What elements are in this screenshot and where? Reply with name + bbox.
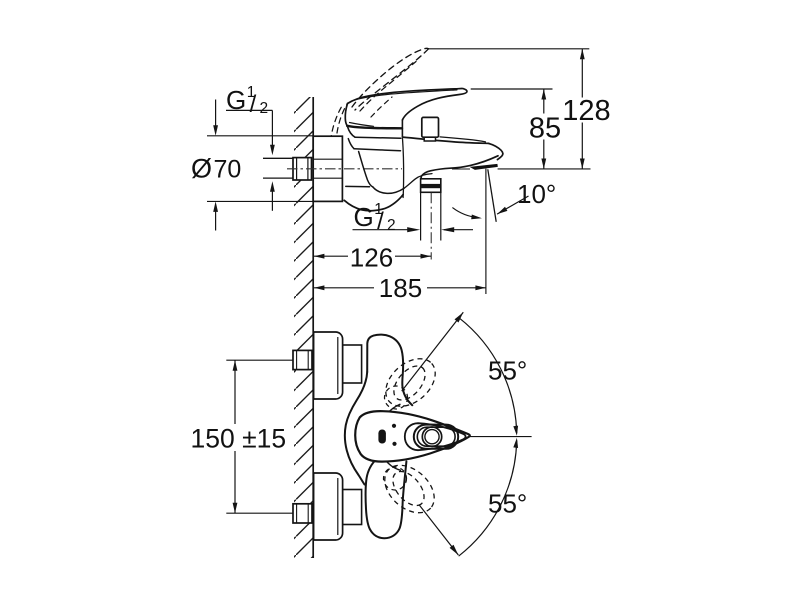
svg-text:/: / — [377, 208, 384, 235]
svg-text:1: 1 — [247, 84, 256, 101]
svg-text:2: 2 — [260, 100, 269, 117]
svg-text:2: 2 — [387, 217, 396, 234]
svg-text:G: G — [354, 202, 374, 232]
svg-text:55°: 55° — [488, 489, 527, 519]
svg-text:150 ±15: 150 ±15 — [191, 424, 287, 454]
svg-text:10°: 10° — [517, 179, 556, 209]
svg-text:185: 185 — [379, 273, 422, 303]
svg-text:Ø: Ø — [191, 154, 212, 184]
svg-text:126: 126 — [350, 242, 393, 272]
svg-text:/: / — [250, 91, 257, 118]
svg-text:85: 85 — [529, 113, 561, 145]
svg-text:G: G — [226, 85, 246, 115]
svg-text:55°: 55° — [488, 356, 527, 386]
svg-text:128: 128 — [562, 95, 610, 127]
svg-text:70: 70 — [214, 156, 242, 184]
svg-text:1: 1 — [374, 201, 383, 218]
